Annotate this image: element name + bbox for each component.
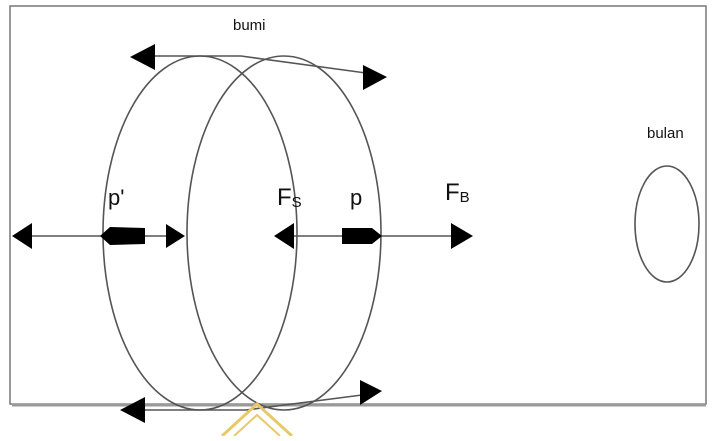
- fs-arrowhead: [274, 223, 294, 249]
- top-right-arrowhead: [363, 65, 387, 90]
- point-near-label: p: [350, 185, 362, 210]
- top-left-arrowhead: [130, 44, 155, 70]
- p-prime-marker: [100, 227, 145, 245]
- watermark-shape: [220, 401, 294, 438]
- force-moon-main: F: [445, 179, 460, 206]
- bottom-left-arrowhead: [120, 397, 145, 423]
- force-sun-label: FS: [277, 184, 302, 211]
- force-moon-label: FB: [445, 179, 470, 206]
- force-sun-sub: S: [292, 194, 302, 211]
- p-marker: [342, 228, 382, 244]
- bottom-right-arrowhead: [360, 380, 382, 405]
- moon-circle: [634, 165, 700, 283]
- force-moon-sub: B: [460, 189, 470, 206]
- moon-label: bulan: [647, 125, 684, 142]
- watermark-shape-inner: [233, 413, 281, 437]
- top-right-arrow-line: [240, 55, 367, 74]
- force-sun-main: F: [277, 184, 292, 211]
- earth-label: bumi: [233, 17, 266, 34]
- far-left-arrowhead: [12, 223, 32, 249]
- fb-arrowhead: [451, 223, 473, 249]
- point-far-label: p': [108, 185, 124, 210]
- bottom-right-arrow-line: [245, 394, 363, 411]
- earth-ellipse-right: [186, 55, 382, 411]
- p-prime-right-arrowhead: [166, 224, 185, 248]
